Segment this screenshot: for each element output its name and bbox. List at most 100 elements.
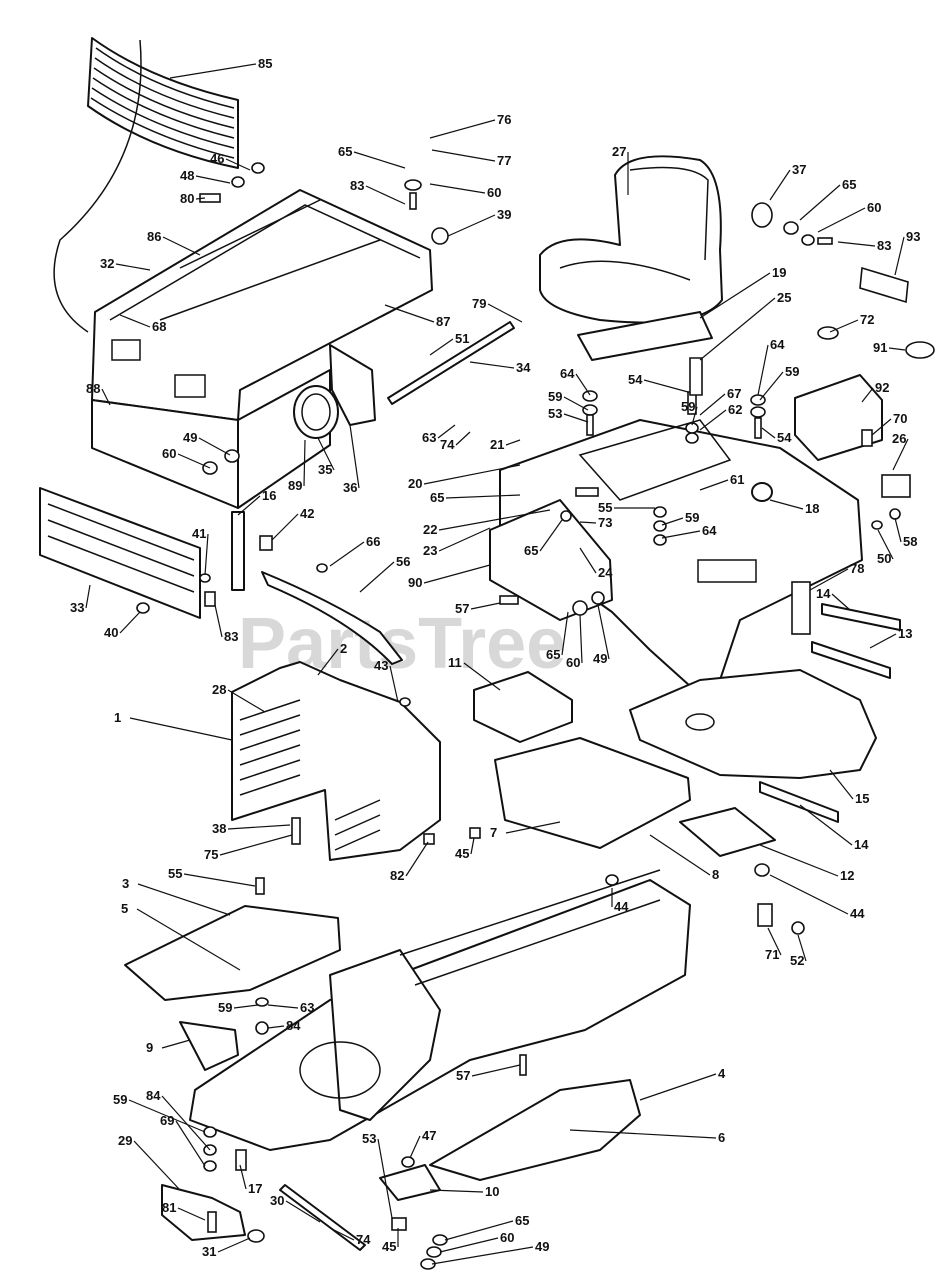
callout-leader-21 <box>505 439 521 446</box>
callout-label-30: 30 <box>270 1193 284 1208</box>
callout-label-59f: 59 <box>113 1092 127 1107</box>
callout-label-59a: 59 <box>785 364 799 379</box>
callout-label-4: 4 <box>718 1066 726 1081</box>
callout-leader-57b <box>471 1064 521 1077</box>
callout-label-17: 17 <box>248 1181 262 1196</box>
callout-leader-25 <box>699 297 776 361</box>
part-dash-panel <box>231 661 441 861</box>
callout-leader-74a <box>455 431 471 446</box>
callout-leader-35 <box>317 437 335 471</box>
part-bracket-9 <box>179 1021 239 1071</box>
callout-label-64a: 64 <box>560 366 575 381</box>
callout-leader-75 <box>219 834 293 856</box>
callout-leader-62 <box>699 409 727 431</box>
part-console-7 <box>494 737 691 849</box>
callout-leader-66 <box>329 541 365 567</box>
callout-leader-65d <box>539 519 563 552</box>
callout-leader-41 <box>204 533 209 576</box>
callout-leader-49c <box>431 1246 534 1265</box>
callout-label-48: 48 <box>180 168 194 183</box>
callout-label-54b: 54 <box>777 430 792 445</box>
callout-leader-8 <box>649 834 711 876</box>
callout-leader-37 <box>769 169 791 201</box>
callout-leader-65b <box>799 184 841 221</box>
part-axle-rod <box>279 1184 366 1251</box>
callout-label-64b: 64 <box>770 337 785 352</box>
part-box-92 <box>794 374 883 461</box>
callout-leader-10 <box>429 1189 484 1193</box>
callout-label-57b: 57 <box>456 1068 470 1083</box>
part-footrest <box>629 669 877 779</box>
callout-label-47: 47 <box>422 1128 436 1143</box>
callout-label-79: 79 <box>472 296 486 311</box>
callout-leader-47 <box>409 1135 421 1159</box>
callout-leader-48 <box>195 175 231 184</box>
callout-leader-4 <box>639 1073 717 1101</box>
callout-label-3: 3 <box>122 876 129 891</box>
callout-leader-83c <box>214 604 223 638</box>
callout-label-84a: 84 <box>286 1018 301 1033</box>
part-main-frame <box>189 869 691 1151</box>
callout-label-81: 81 <box>162 1200 176 1215</box>
callout-leader-71 <box>767 927 782 956</box>
callout-leader-3 <box>137 883 231 916</box>
callout-leader-81 <box>177 1207 206 1221</box>
callout-label-74a: 74 <box>440 437 455 452</box>
callout-label-7: 7 <box>490 825 497 840</box>
callout-leader-59b <box>563 396 589 411</box>
callout-label-61: 61 <box>730 472 744 487</box>
callout-leader-86 <box>162 236 201 256</box>
callout-leader-29 <box>133 1140 181 1191</box>
callout-label-12: 12 <box>840 868 854 883</box>
callout-leader-61 <box>699 479 729 491</box>
callout-label-49a: 49 <box>183 430 197 445</box>
callout-label-66: 66 <box>366 534 380 549</box>
callout-label-55b: 55 <box>168 866 182 881</box>
callout-leader-59a <box>759 371 784 401</box>
part-fender <box>499 419 863 687</box>
callout-leader-63a <box>437 424 456 439</box>
callout-leader-58 <box>894 517 902 543</box>
callout-leader-76 <box>429 119 496 139</box>
callout-label-64c: 64 <box>702 523 717 538</box>
callout-label-8: 8 <box>712 867 719 882</box>
callout-label-52: 52 <box>790 953 804 968</box>
callout-leader-16 <box>237 495 261 516</box>
callout-label-39: 39 <box>497 207 511 222</box>
callout-label-14b: 14 <box>854 837 869 852</box>
callout-label-27: 27 <box>612 144 626 159</box>
callout-leader-28 <box>227 689 266 713</box>
callout-leader-49a <box>198 437 231 456</box>
callout-leader-59c <box>691 406 698 426</box>
callout-leader-1 <box>129 717 233 741</box>
callout-label-73: 73 <box>598 515 612 530</box>
callout-label-14a: 14 <box>816 586 831 601</box>
callout-leader-67 <box>699 393 726 416</box>
callout-leader-49b <box>597 604 610 660</box>
callout-label-84b: 84 <box>146 1088 161 1103</box>
callout-label-23: 23 <box>423 543 437 558</box>
callout-leader-24 <box>579 547 597 574</box>
callout-label-59d: 59 <box>685 510 699 525</box>
callout-label-63a: 63 <box>422 430 436 445</box>
callout-label-60e: 60 <box>500 1230 514 1245</box>
callout-leader-74b <box>329 1227 355 1241</box>
part-strip-13 <box>811 641 891 679</box>
callout-leader-31 <box>217 1237 251 1253</box>
callout-label-37: 37 <box>792 162 806 177</box>
callout-label-1: 1 <box>114 710 121 725</box>
callout-label-53a: 53 <box>548 406 562 421</box>
callout-label-45a: 45 <box>455 846 469 861</box>
callout-label-31: 31 <box>202 1244 216 1259</box>
callout-label-65f: 65 <box>515 1213 529 1228</box>
callout-label-53b: 53 <box>362 1131 376 1146</box>
callout-leader-60b <box>817 207 866 233</box>
callout-label-5: 5 <box>121 901 128 916</box>
part-bracket-10 <box>379 1164 441 1201</box>
callout-leader-7 <box>505 821 561 834</box>
callout-label-69: 69 <box>160 1113 174 1128</box>
callout-label-60c: 60 <box>162 446 176 461</box>
callout-leader-63b <box>267 1004 299 1009</box>
callout-label-25: 25 <box>777 290 791 305</box>
callout-label-88: 88 <box>86 381 100 396</box>
